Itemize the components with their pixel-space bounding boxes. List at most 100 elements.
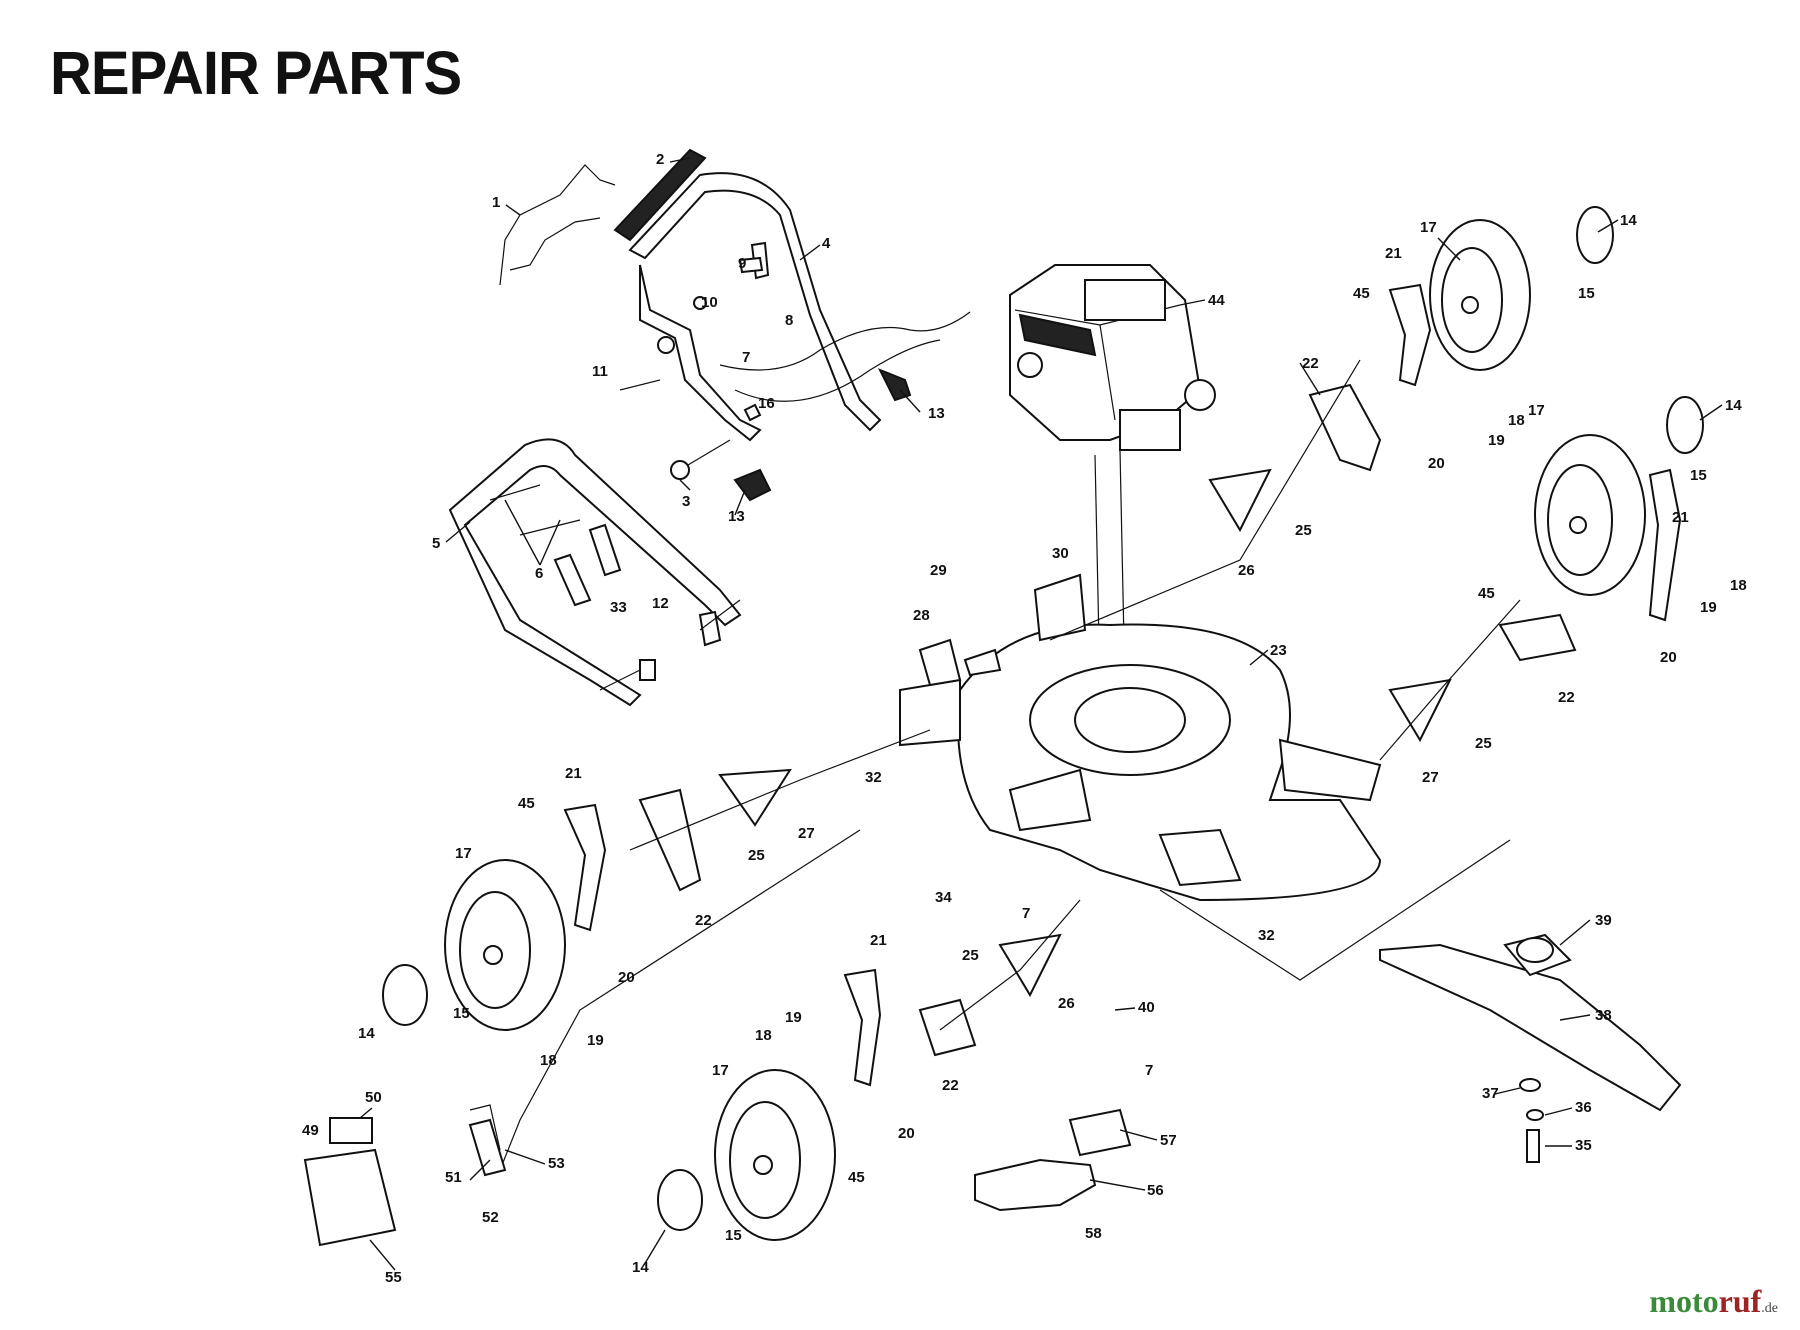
callout-20b: 20 [1660, 649, 1677, 666]
callout-2: 2 [656, 151, 664, 168]
callout-21a: 21 [1385, 245, 1402, 262]
engine [1009, 264, 1216, 691]
callout-45d: 45 [848, 1169, 865, 1186]
watermark-part3: .de [1761, 1301, 1778, 1316]
callout-6: 6 [535, 565, 543, 582]
callout-17a: 17 [1420, 219, 1437, 236]
blade-assembly [1379, 933, 1682, 1163]
callout-9: 9 [738, 255, 746, 272]
hub-cap-c [382, 964, 428, 1026]
callout-28: 28 [913, 607, 930, 624]
callout-23: 23 [1270, 642, 1287, 659]
callout-15b: 15 [1690, 467, 1707, 484]
watermark: motoruf.de [1649, 1283, 1778, 1320]
callout-22b: 22 [1558, 689, 1575, 706]
callout-7: 7 [742, 349, 750, 366]
axle-bracket-b [1498, 613, 1577, 662]
callout-30: 30 [1052, 545, 1069, 562]
callout-25b: 25 [1475, 735, 1492, 752]
hub-cap-d [657, 1169, 703, 1231]
wheel-rear-left [714, 1069, 836, 1241]
callout-29: 29 [930, 562, 947, 579]
callout-8: 8 [785, 312, 793, 329]
callout-17c: 17 [455, 845, 472, 862]
wheel-rear-right [1429, 219, 1531, 371]
callout-16: 16 [758, 395, 775, 412]
mulch-plug [974, 1158, 1097, 1212]
callout-17d: 17 [712, 1062, 729, 1079]
callout-7c: 7 [1145, 1062, 1153, 1079]
callout-3: 3 [682, 493, 690, 510]
callout-32a: 32 [865, 769, 882, 786]
callout-1: 1 [492, 194, 500, 211]
callout-4: 4 [822, 235, 831, 252]
callout-14b: 14 [1725, 397, 1742, 414]
callout-26b: 26 [1058, 995, 1075, 1012]
bracket-57 [1068, 1108, 1132, 1157]
callout-55: 55 [385, 1269, 402, 1286]
callout-21b: 21 [1672, 509, 1689, 526]
axle-bracket-d [918, 998, 977, 1057]
callout-22d: 22 [942, 1077, 959, 1094]
height-lever-b [1648, 468, 1682, 622]
callout-36: 36 [1575, 1099, 1592, 1116]
callout-34: 34 [935, 889, 952, 906]
callout-38: 38 [1595, 1007, 1612, 1024]
height-lever-c [563, 803, 607, 932]
adjuster-plate-a [1208, 468, 1272, 533]
callout-7b: 7 [1022, 905, 1030, 922]
callout-21d: 21 [870, 932, 887, 949]
callout-19c: 19 [587, 1032, 604, 1049]
hub-cap-b [1666, 396, 1704, 454]
callout-25d: 25 [962, 947, 979, 964]
callout-11: 11 [592, 363, 608, 380]
callout-21c: 21 [565, 765, 582, 782]
callout-44: 44 [1208, 292, 1225, 309]
callout-10: 10 [701, 294, 718, 311]
callout-57: 57 [1160, 1132, 1177, 1149]
callout-18d: 18 [755, 1027, 772, 1044]
callout-20c: 20 [618, 969, 635, 986]
callout-26a: 26 [1238, 562, 1255, 579]
adjuster-plate-d [998, 933, 1062, 998]
hub-cap-a [1576, 206, 1614, 264]
callout-37: 37 [1482, 1085, 1499, 1102]
callout-58: 58 [1085, 1225, 1102, 1242]
callout-53: 53 [548, 1155, 565, 1172]
height-lever-d [843, 968, 882, 1087]
callout-35: 35 [1575, 1137, 1592, 1154]
callout-56: 56 [1147, 1182, 1164, 1199]
callout-25c: 25 [748, 847, 765, 864]
callout-27a: 27 [1422, 769, 1439, 786]
callout-15d: 15 [725, 1227, 742, 1244]
callout-13b: 13 [728, 508, 745, 525]
watermark-part2: ruf [1718, 1283, 1762, 1319]
callout-52: 52 [482, 1209, 499, 1226]
callout-45b: 45 [1478, 585, 1495, 602]
bail-control-box [303, 1148, 397, 1247]
watermark-part1: moto [1649, 1283, 1719, 1319]
callout-5: 5 [432, 535, 440, 552]
callout-18b: 18 [1730, 577, 1747, 594]
callout-labels: 1 2 3 4 5 6 7 8 9 10 11 12 13 13 14 15 1… [302, 151, 1747, 1286]
callout-15a: 15 [1578, 285, 1595, 302]
decal-50 [329, 1117, 373, 1144]
callout-22a: 22 [1302, 355, 1319, 372]
axle-bracket-a [1308, 383, 1382, 472]
callout-45c: 45 [518, 795, 535, 812]
callout-15c: 15 [453, 1005, 470, 1022]
adjuster-plate-c [718, 768, 792, 827]
callout-50: 50 [365, 1089, 382, 1106]
height-lever-a [1388, 283, 1432, 387]
callout-12: 12 [652, 595, 669, 612]
callout-51: 51 [445, 1169, 462, 1186]
callout-13a: 13 [928, 405, 945, 422]
callout-20d: 20 [898, 1125, 915, 1142]
mower-deck [899, 573, 1382, 902]
control-cable-bracket [468, 1118, 507, 1177]
callout-32b: 32 [1258, 927, 1275, 944]
callout-33: 33 [610, 599, 627, 616]
callout-22c: 22 [695, 912, 712, 929]
callout-39: 39 [1595, 912, 1612, 929]
callout-45a: 45 [1353, 285, 1370, 302]
